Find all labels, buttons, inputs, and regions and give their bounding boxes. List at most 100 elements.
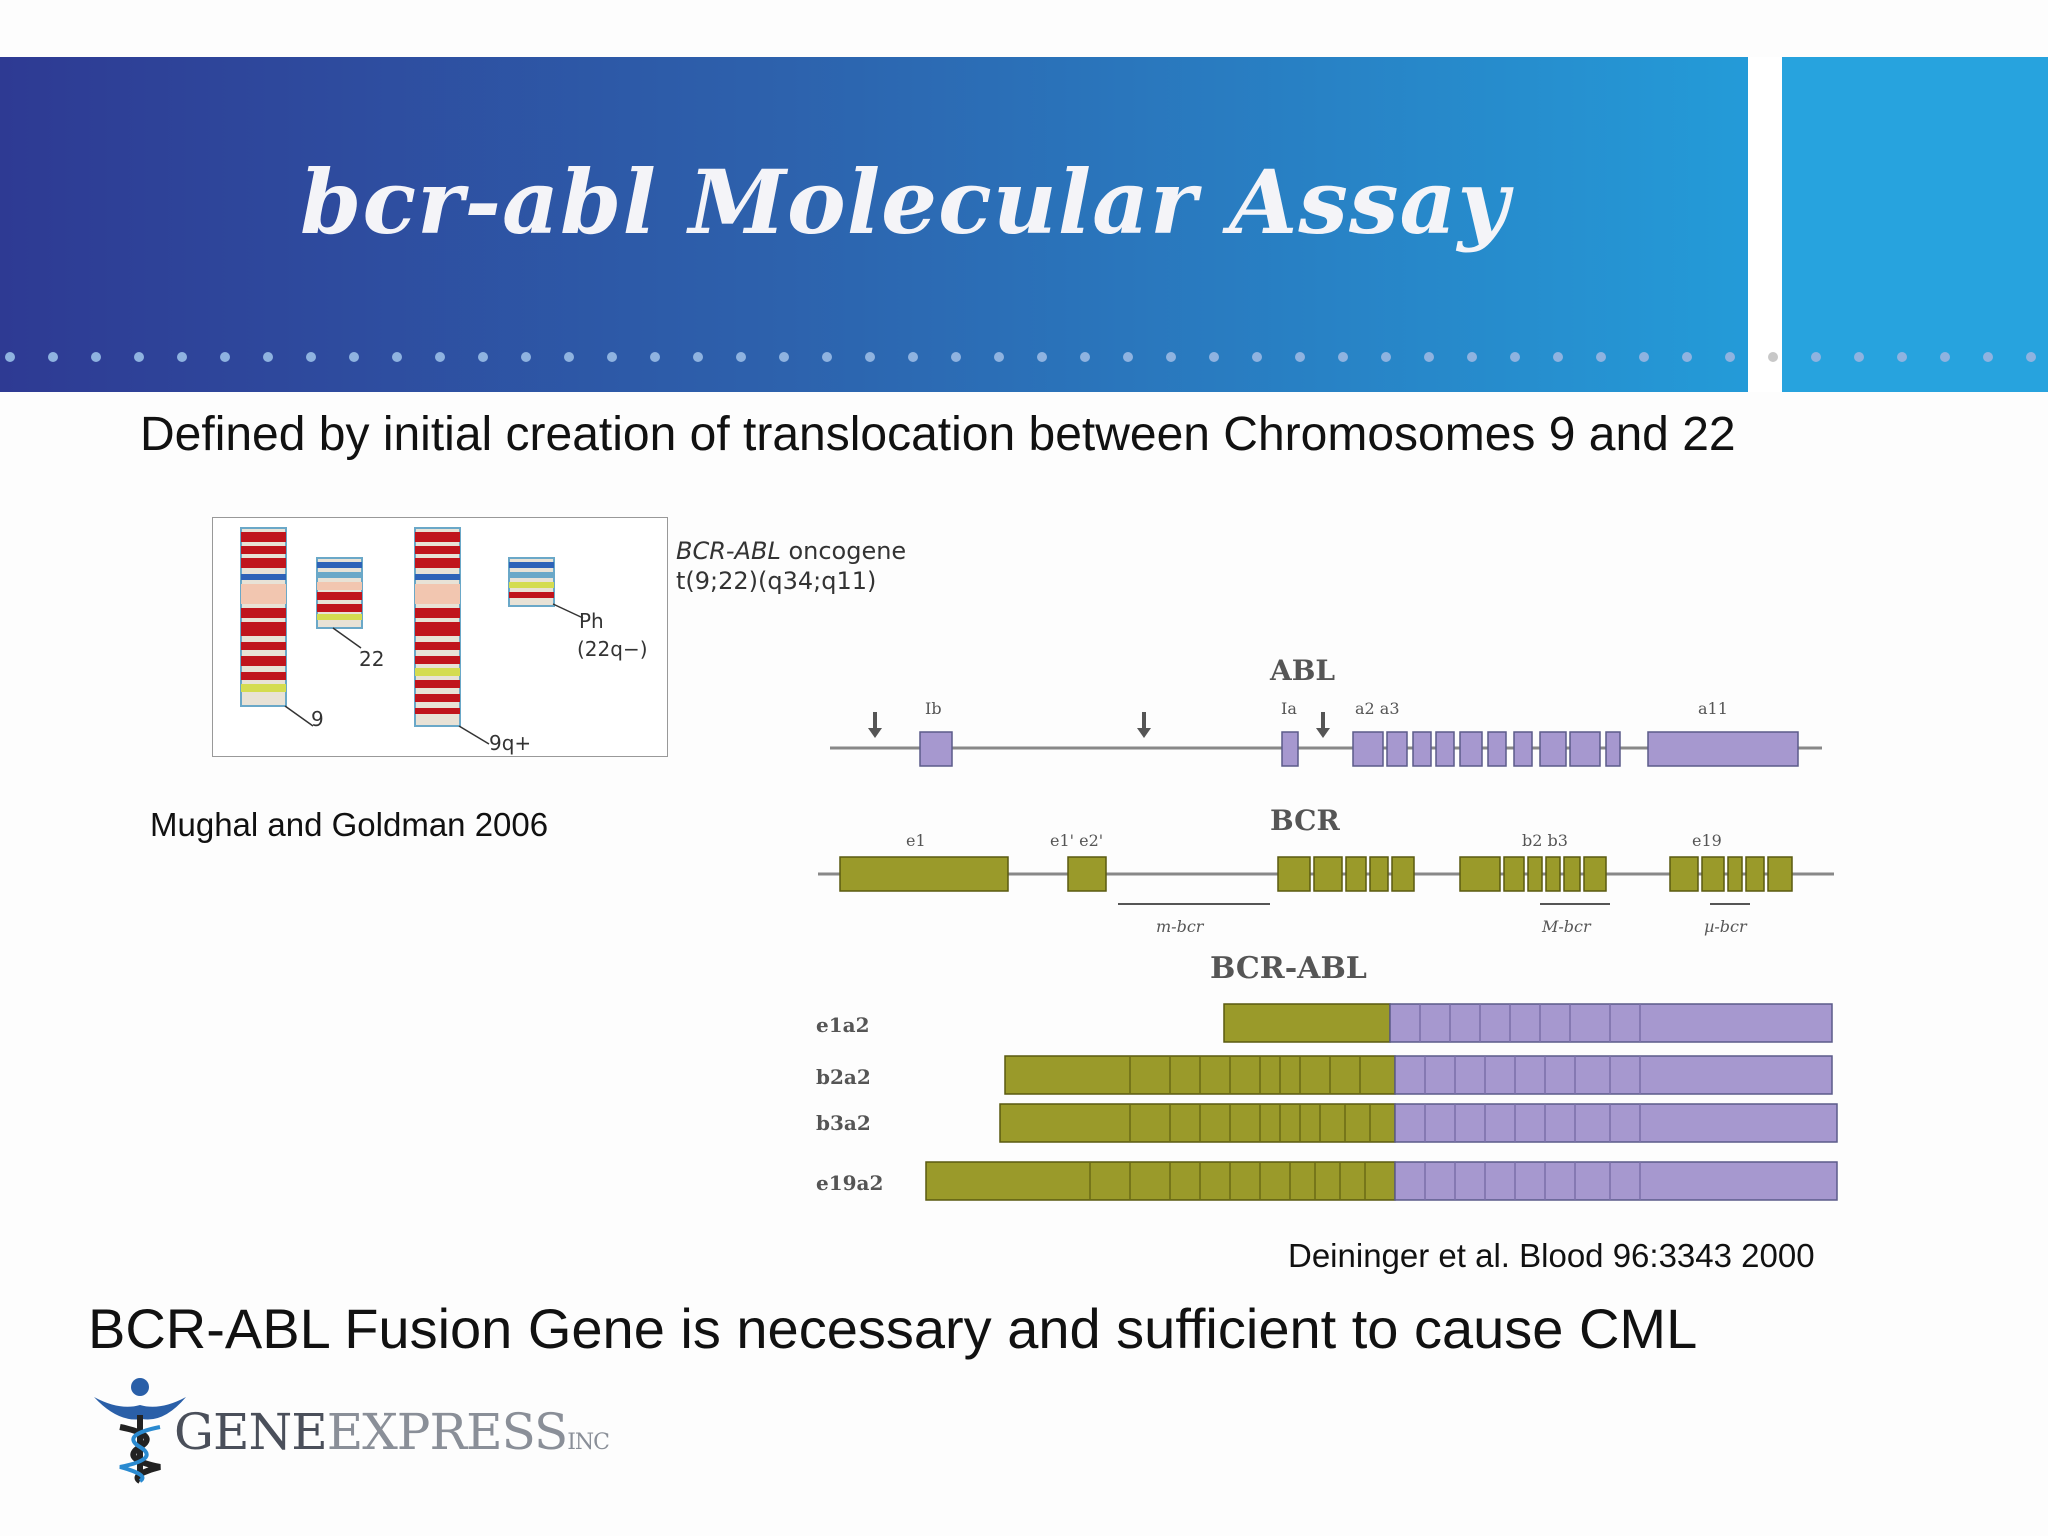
rule-dot [1209, 352, 1219, 362]
rule-dot [1424, 352, 1434, 362]
chromosome-9: 9 [240, 527, 324, 731]
philadelphia-chromosome: Ph (22q−) [508, 557, 648, 661]
rule-dot [1983, 352, 1993, 362]
abl-label-a11: a11 [1698, 699, 1728, 718]
abl-exons [919, 731, 1799, 767]
rule-dot [1467, 352, 1477, 362]
rule-dot [435, 352, 445, 362]
rule-dot [306, 352, 316, 362]
abl-label-ib: Ib [925, 699, 942, 718]
rule-dot [1596, 352, 1606, 362]
oncogene-word: oncogene [780, 537, 907, 565]
svg-text:Ph: Ph [579, 609, 604, 633]
rule-dot [2026, 352, 2036, 362]
rule-dot [1897, 352, 1907, 362]
svg-text:9: 9 [311, 707, 324, 731]
citation-deininger: Deininger et al. Blood 96:3343 2000 [1288, 1237, 1815, 1274]
rule-dot [177, 352, 187, 362]
rule-dot [779, 352, 789, 362]
rule-dot [1123, 352, 1133, 362]
fusion-gene-statement: BCR-ABL Fusion Gene is necessary and suf… [88, 1297, 1698, 1360]
banner-divider [1748, 57, 1782, 392]
rule-dot [736, 352, 746, 362]
region-m-bcr: m-bcr [1156, 917, 1205, 936]
rule-dot [994, 352, 1004, 362]
rule-dot [1682, 352, 1692, 362]
citation-mughal: Mughal and Goldman 2006 [150, 806, 549, 843]
rule-dot [822, 352, 832, 362]
title-banner [0, 57, 1748, 392]
rule-dot [908, 352, 918, 362]
rule-dot [48, 352, 58, 362]
slide-subtitle: Defined by initial creation of transloca… [140, 408, 1736, 461]
svg-text:22: 22 [359, 647, 384, 671]
oncogene-name: BCR-ABL [676, 537, 781, 565]
bcr-abl-title: BCR-ABL [1210, 951, 1367, 986]
rule-dot [1768, 352, 1778, 362]
rule-dot [693, 352, 703, 362]
caduceus-figure-icon [94, 1378, 186, 1484]
rule-dot [1725, 352, 1735, 362]
rule-dot [1510, 352, 1520, 362]
rule-dot [1854, 352, 1864, 362]
rule-dot [951, 352, 961, 362]
svg-text:b3a2: b3a2 [816, 1111, 871, 1135]
rule-dot [865, 352, 875, 362]
region-M-bcr: M-bcr [1541, 917, 1592, 936]
bcr-label-e1p-e2p: e1' e2' [1050, 831, 1103, 850]
bcr-label-e1: e1 [906, 831, 926, 850]
rule-dot [1553, 352, 1563, 362]
transcript-b3a2: b3a2 [816, 1103, 1838, 1143]
region-mu-bcr: µ-bcr [1704, 917, 1748, 936]
abl-breakpoint-arrows [868, 712, 1330, 738]
rule-dot [1295, 352, 1305, 362]
rule-dot [478, 352, 488, 362]
slide-title: bcr-abl Molecular Assay [300, 150, 1510, 254]
rule-dot [134, 352, 144, 362]
gene-express-logo: GENEEXPRESSINC [90, 1375, 650, 1485]
oncogene-label: BCR-ABL oncogene t(9;22)(q34;q11) [676, 536, 906, 596]
rule-dot [1338, 352, 1348, 362]
translocation-notation: t(9;22)(q34;q11) [676, 567, 877, 595]
rule-dot [564, 352, 574, 362]
svg-text:b2a2: b2a2 [816, 1065, 871, 1089]
rule-dot [1166, 352, 1176, 362]
bcr-exons [839, 856, 1793, 892]
svg-text:e1a2: e1a2 [816, 1013, 870, 1037]
rule-dot [1811, 352, 1821, 362]
rule-dot [5, 352, 15, 362]
abl-label-ia: Ia [1281, 699, 1297, 718]
chromosome-22: 22 [316, 557, 384, 671]
dotted-rule [0, 352, 2048, 364]
rule-dot [650, 352, 660, 362]
rule-dot [392, 352, 402, 362]
rule-dot [1080, 352, 1090, 362]
rule-dot [1639, 352, 1649, 362]
abl-title: ABL [1269, 654, 1335, 687]
bcr-label-b2b3: b2 b3 [1522, 831, 1568, 850]
transcript-e19a2: e19a2 [816, 1161, 1838, 1201]
chromosome-drawing: 9 22 [240, 527, 648, 755]
transcript-b2a2: b2a2 [816, 1055, 1833, 1095]
gene-structure-diagram: ABL Ib Ia a2 a3 a11 BCR e1 [816, 654, 1838, 1201]
banner-right-panel [1782, 57, 2048, 392]
svg-text:9q+: 9q+ [489, 731, 531, 755]
rule-dot [1252, 352, 1262, 362]
rule-dot [521, 352, 531, 362]
abl-label-a2a3: a2 a3 [1355, 699, 1400, 718]
rule-dot [91, 352, 101, 362]
rule-dot [1037, 352, 1047, 362]
rule-dot [220, 352, 230, 362]
rule-dot [1940, 352, 1950, 362]
rule-dot [349, 352, 359, 362]
transcript-e1a2: e1a2 [816, 1003, 1833, 1043]
svg-text:e19a2: e19a2 [816, 1171, 883, 1195]
chromosome-9q-plus: 9q+ [414, 527, 531, 755]
bcr-title: BCR [1270, 804, 1340, 837]
rule-dot [607, 352, 617, 362]
svg-text:(22q−): (22q−) [577, 637, 648, 661]
bcr-label-e19: e19 [1692, 831, 1722, 850]
logo-wordmark: GENEEXPRESSINC [174, 1403, 610, 1461]
chromosome-figure: 9 22 [212, 517, 668, 757]
rule-dot [1381, 352, 1391, 362]
